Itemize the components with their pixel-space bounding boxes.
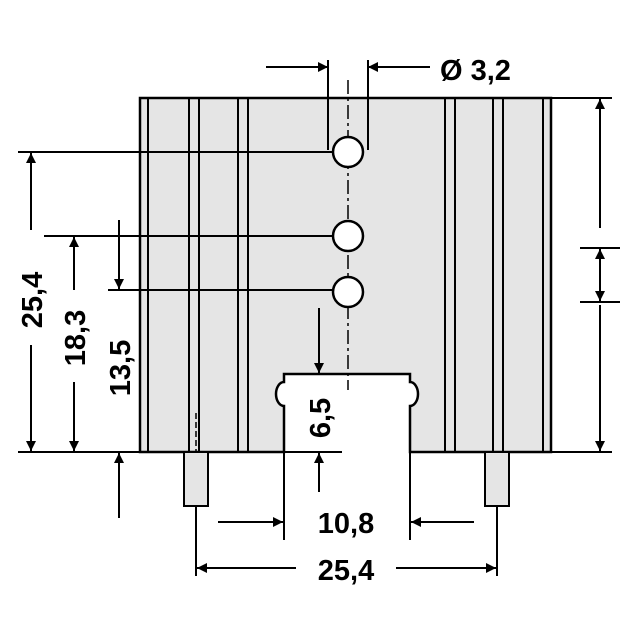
label-height-low: 13,5 xyxy=(105,340,137,396)
heatsink-body xyxy=(138,80,553,454)
label-notch-width: 10,8 xyxy=(318,508,374,540)
dimension-labels: Ø 3,2 25,4 18,3 13,5 6,5 10,8 25,4 xyxy=(17,55,511,587)
mounting-holes xyxy=(331,135,365,309)
pin-left xyxy=(183,451,209,507)
dimension-arrows xyxy=(26,62,620,573)
label-height-total: 25,4 xyxy=(17,272,49,328)
label-notch-depth: 6,5 xyxy=(305,398,337,438)
hole-top xyxy=(331,135,365,169)
solder-pins xyxy=(183,413,510,507)
label-height-mid: 18,3 xyxy=(60,310,92,366)
fin-lines xyxy=(147,98,544,452)
extension-lines xyxy=(18,60,612,576)
hole-middle xyxy=(331,219,365,253)
label-hole-diameter: Ø 3,2 xyxy=(440,55,511,87)
label-pin-spacing: 25,4 xyxy=(318,555,374,587)
body-outline xyxy=(138,96,553,454)
pin-right xyxy=(484,451,510,507)
hole-bottom xyxy=(331,275,365,309)
